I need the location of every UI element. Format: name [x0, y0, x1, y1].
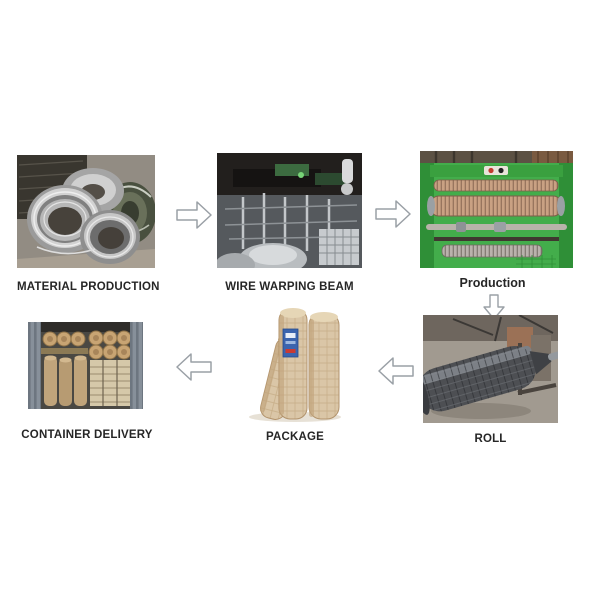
- flow-arrow-down-icon: [483, 294, 505, 320]
- steel-wire-coils-image: [17, 155, 155, 268]
- paper-wrapped-rolls-image: [249, 308, 341, 422]
- roll-label: ROLL: [474, 433, 507, 445]
- material-production-label: MATERIAL PRODUCTION: [17, 281, 160, 293]
- loaded-container-image: [28, 322, 143, 409]
- flow-arrow-left-icon: [176, 352, 212, 382]
- warping-beam-machine-image: [217, 153, 362, 268]
- green-mesh-welding-machine-image: [420, 151, 573, 268]
- material-production-photo: [17, 155, 155, 268]
- package-photo: [243, 303, 347, 422]
- roll-photo: [423, 315, 558, 423]
- production-machine-photo: [420, 151, 573, 268]
- package-label: PACKAGE: [265, 431, 325, 443]
- flow-arrow-right-icon: [375, 199, 411, 229]
- container-delivery-label: CONTAINER DELIVERY: [21, 429, 153, 441]
- flow-arrow-right-icon: [176, 200, 212, 230]
- production-label: Production: [459, 276, 526, 290]
- wire-warping-beam-photo: [217, 153, 362, 268]
- flow-arrow-left-icon: [378, 356, 414, 386]
- wire-mesh-roll-image: [423, 315, 558, 423]
- wire-warping-beam-label: WIRE WARPING BEAM: [225, 281, 354, 293]
- container-delivery-photo: [28, 322, 143, 409]
